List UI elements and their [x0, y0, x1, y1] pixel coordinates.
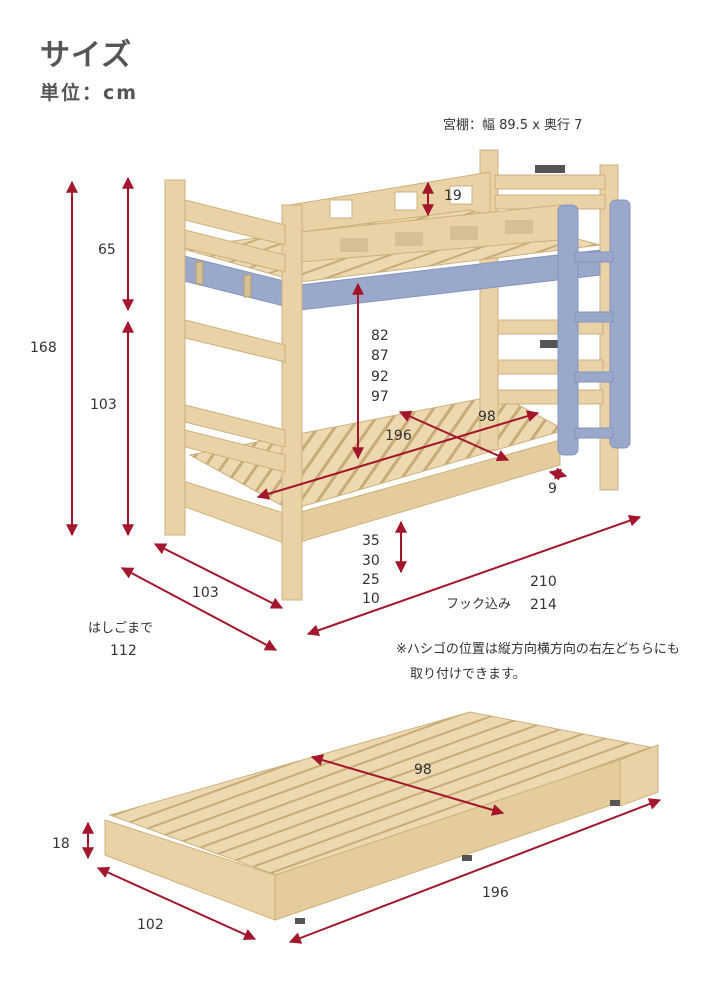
- width-to-ladder-caption: はしごまで: [88, 621, 154, 636]
- bunk-bed-illustration: [164, 149, 631, 601]
- length-hook-caption: フック込み: [446, 597, 512, 612]
- clearance-value-3: 92: [371, 369, 389, 385]
- trundle-dimension-lines: [82, 754, 662, 944]
- length-hook-label: 214: [530, 597, 557, 613]
- clearance-value-4: 97: [371, 389, 389, 405]
- trundle-height-label: 18: [52, 836, 70, 852]
- ladder-note-line-1: ※ハシゴの位置は縦方向横方向の右左どちらにも: [396, 642, 680, 657]
- width-to-ladder-label: 112: [110, 643, 137, 659]
- bed-length-label: 210: [530, 574, 557, 590]
- floor-clearance-1: 35: [362, 533, 380, 549]
- clearance-value-2: 87: [371, 348, 389, 364]
- page-title: サイズ: [40, 38, 133, 73]
- guard-height-label: 19: [444, 188, 462, 204]
- ladder-depth-label: 9: [548, 481, 557, 497]
- trundle-illustration: [104, 711, 659, 924]
- inner-width-label: 98: [478, 409, 496, 425]
- trundle-inner-width-label: 98: [414, 762, 432, 778]
- inner-length-label: 196: [385, 428, 412, 444]
- trundle-width-label: 102: [137, 917, 164, 933]
- ladder: [557, 199, 631, 456]
- lower-height-label: 103: [90, 397, 117, 413]
- clearance-value-1: 82: [371, 328, 389, 344]
- floor-clearance-3: 25: [362, 572, 380, 588]
- upper-height-label: 65: [98, 242, 116, 258]
- ladder-note-line-2: 取り付けできます。: [410, 667, 526, 682]
- trundle-length-label: 196: [482, 885, 509, 901]
- unit-label: 単位：cm: [40, 82, 139, 104]
- floor-clearance-2: 30: [362, 553, 380, 569]
- shelf-note: 宮棚：幅 89.5 x 奥行 7: [443, 118, 583, 133]
- total-height-label: 168: [30, 340, 57, 356]
- bunk-dimension-lines: [66, 176, 642, 651]
- bed-width-label: 103: [192, 585, 219, 601]
- floor-clearance-4: 10: [362, 591, 380, 607]
